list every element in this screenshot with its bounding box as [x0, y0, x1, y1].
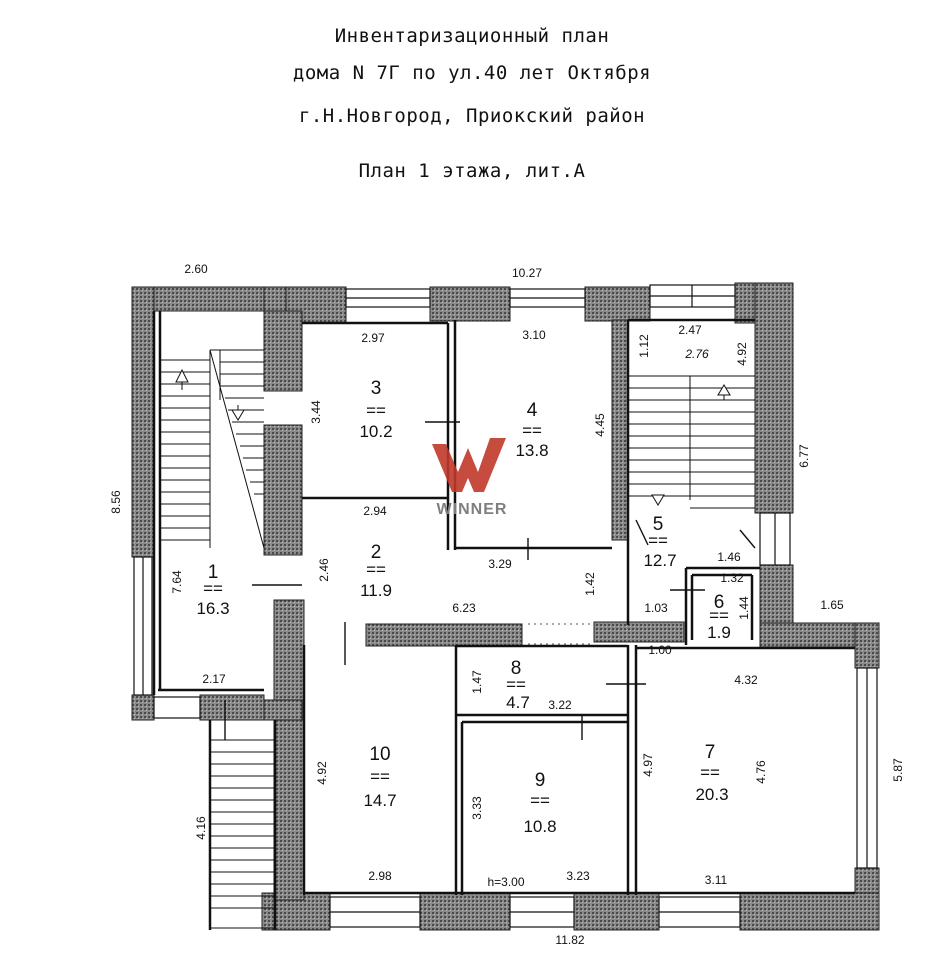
dim-right-lower: 5.87 — [891, 758, 905, 782]
room-separator: == — [366, 560, 386, 579]
room-area: 14.7 — [363, 791, 396, 810]
room-number: 6 — [714, 592, 725, 613]
dim-room5-top: 2.47 — [678, 323, 702, 337]
dim-top-total: 10.27 — [512, 266, 542, 280]
dim-room7-left: 4.97 — [641, 753, 655, 777]
dim-room4-height: 4.45 — [593, 413, 607, 437]
room-separator: == — [366, 401, 386, 420]
dim-room7-width: 4.32 — [734, 673, 758, 687]
dim-room8-height: 1.47 — [470, 670, 484, 694]
room-area: 1.9 — [707, 623, 731, 642]
winner-watermark: WINNER — [432, 438, 508, 518]
porch-steps — [210, 739, 275, 929]
room-separator: == — [709, 606, 729, 625]
dim-ceiling-height: h=3.00 — [487, 875, 524, 889]
room-area: 10.2 — [359, 422, 392, 441]
room-2-label: 2 == 11.9 — [360, 542, 392, 600]
room-7-label: 7 == 20.3 — [695, 742, 728, 804]
watermark-text: WINNER — [437, 501, 508, 518]
dim-room2-height: 2.46 — [317, 558, 331, 582]
plan-title-line-3: г.Н.Новгород, Приокский район — [298, 105, 646, 127]
dim-room7-height: 4.76 — [754, 760, 768, 784]
exterior-walls — [131, 282, 880, 931]
room-5-label: 5 == 12.7 — [643, 514, 676, 570]
room-area: 16.3 — [196, 599, 229, 618]
room-number: 2 — [371, 542, 382, 563]
dim-room10-height: 4.92 — [315, 761, 329, 785]
room-separator: == — [700, 763, 720, 782]
room-separator: == — [522, 421, 542, 440]
room-number: 7 — [705, 742, 716, 763]
dim-bottom-total: 11.82 — [555, 933, 584, 947]
dim-top-left: 2.60 — [184, 262, 208, 276]
room-number: 5 — [653, 514, 664, 535]
room-number: 1 — [208, 562, 219, 583]
winner-logo-icon — [432, 438, 506, 492]
room-area: 10.8 — [523, 817, 556, 836]
staircase-left — [160, 349, 265, 549]
dim-right-outer: 6.77 — [797, 444, 811, 468]
dim-room5-side: 4.92 — [735, 342, 749, 366]
room-6-label: 6 == 1.9 — [707, 592, 731, 642]
room-area: 13.8 — [515, 441, 548, 460]
room-separator: == — [370, 767, 390, 786]
dim-room9-width: 3.23 — [566, 869, 590, 883]
dim-room3-height: 3.44 — [309, 400, 323, 424]
room-separator: == — [203, 579, 223, 598]
room-number: 10 — [369, 744, 390, 765]
corridor-opening — [528, 623, 590, 645]
room-area: 20.3 — [695, 785, 728, 804]
dim-room5-bottom: 1.46 — [717, 550, 741, 564]
dim-porch: 4.16 — [194, 816, 208, 840]
dim-room1-bottom: 2.17 — [202, 672, 226, 686]
room-8-label: 8 == 4.7 — [506, 658, 530, 712]
room-3-label: 3 == 10.2 — [359, 378, 392, 441]
dim-room4-bottom: 3.29 — [488, 557, 512, 571]
room-separator: == — [530, 791, 550, 810]
dimensions: 2.60 10.27 2.97 3.10 2.47 2.76 1.12 4.92… — [109, 262, 905, 947]
room-number: 4 — [527, 400, 538, 421]
dim-room10-width: 2.98 — [368, 869, 392, 883]
dim-room3-width: 2.97 — [361, 331, 385, 345]
dim-room1-height: 7.64 — [170, 570, 184, 594]
room-separator: == — [506, 675, 526, 694]
dim-room9-height: 3.33 — [470, 796, 484, 820]
dim-room6-height: 1.44 — [737, 596, 751, 620]
door-marks — [224, 421, 756, 740]
room-number: 3 — [371, 378, 382, 399]
room-1-label: 1 == 16.3 — [196, 562, 229, 618]
room-area: 12.7 — [643, 551, 676, 570]
room-area: 11.9 — [360, 581, 392, 600]
room-number: 9 — [535, 770, 546, 791]
dim-room7-bottom: 3.11 — [705, 873, 728, 887]
plan-title-line-1: Инвентаризационный план — [334, 25, 610, 47]
dim-room3-bottom: 2.94 — [363, 504, 387, 518]
dim-room7-top-left: 1.00 — [648, 643, 672, 657]
dim-room5-side-top: 1.12 — [637, 334, 651, 358]
staircase-right — [628, 375, 755, 509]
windows — [133, 284, 878, 928]
room-separator: == — [648, 531, 668, 550]
plan-title-line-2: дома N 7Г по ул.40 лет Октября — [292, 62, 652, 84]
dim-step-right: 1.65 — [820, 598, 844, 612]
dim-left-outer: 8.56 — [109, 490, 123, 514]
dim-room4-width: 3.10 — [522, 328, 546, 342]
interior-partitions — [152, 311, 855, 930]
room-4-label: 4 == 13.8 — [515, 400, 548, 460]
dim-room8-width: 3.22 — [548, 698, 572, 712]
room-10-label: 10 == 14.7 — [363, 744, 396, 810]
dim-room5-handwritten: 2.76 — [684, 347, 709, 361]
room-9-label: 9 == 10.8 — [523, 770, 556, 836]
room-area: 4.7 — [506, 693, 530, 712]
dim-room2-width: 6.23 — [452, 601, 476, 615]
dim-room6-left: 1.03 — [644, 601, 668, 615]
dim-corridor-height: 1.42 — [583, 572, 597, 596]
plan-subtitle-floor: План 1 этажа, лит.А — [358, 160, 586, 182]
room-number: 8 — [511, 658, 522, 679]
dim-room6-width: 1.32 — [720, 571, 744, 585]
